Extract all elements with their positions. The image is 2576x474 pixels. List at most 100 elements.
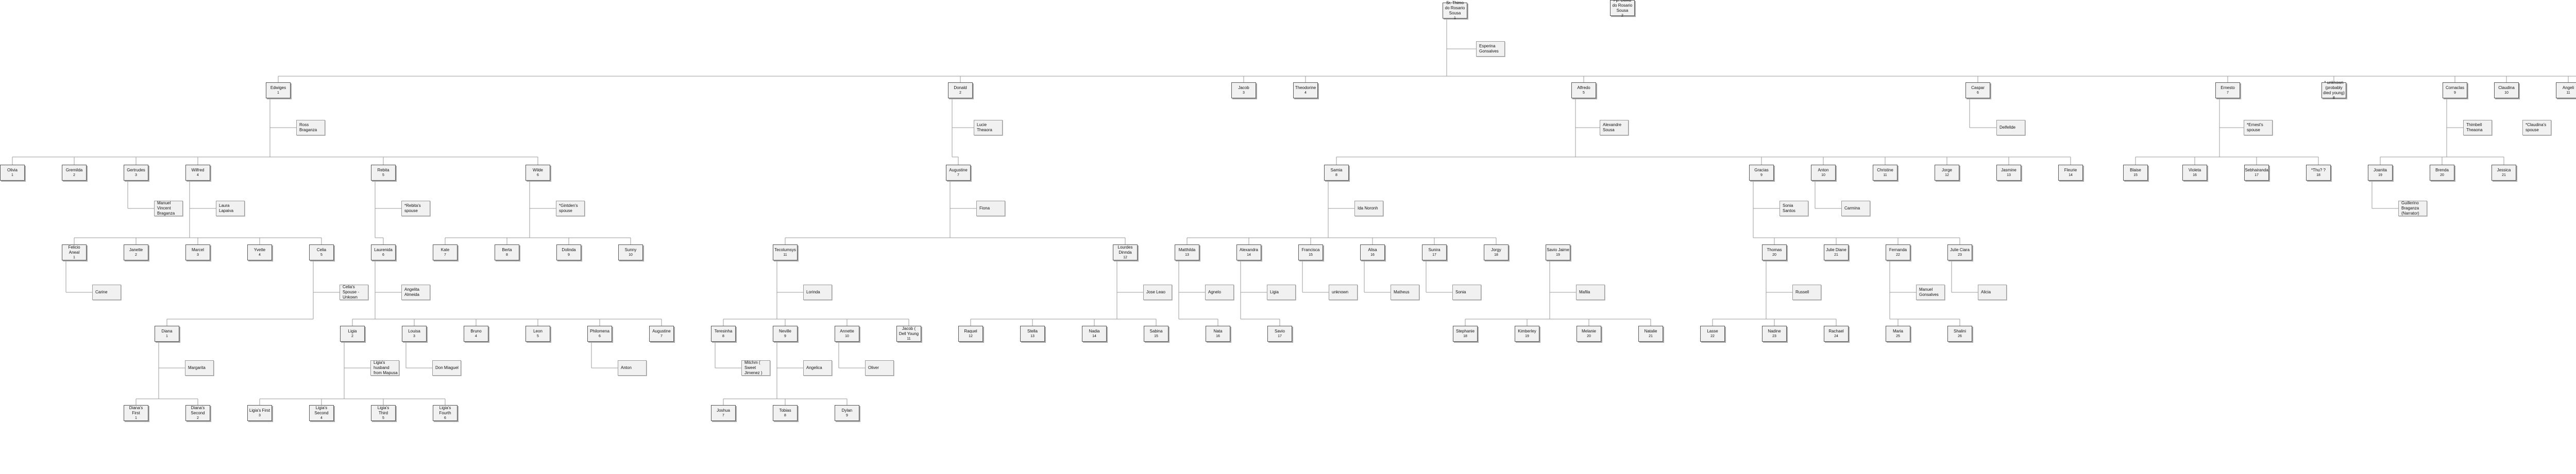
spouse-card[interactable]: Angelica xyxy=(803,360,832,376)
spouse-card[interactable]: Ligia xyxy=(1267,285,1296,300)
spouse-card[interactable]: Ligia's husband from Mapusa xyxy=(370,360,399,376)
spouse-card[interactable]: Mafila xyxy=(1576,285,1605,300)
spouse-card[interactable]: unknown xyxy=(1329,285,1358,300)
spouse-card[interactable]: Manuel Vincent Braganza xyxy=(154,201,183,216)
spouse-card[interactable]: Alicia xyxy=(1978,285,2007,300)
spouse-card[interactable]: Manuel Gonsalves xyxy=(1916,285,1945,300)
spouse-card[interactable]: Matheus xyxy=(1391,285,1419,300)
spouse-card[interactable]: Sonia Santos xyxy=(1780,201,1808,216)
spouse-card[interactable]: *Claudina's spouse xyxy=(2522,120,2551,135)
spouse-card[interactable]: Anton xyxy=(618,360,647,376)
spouse-card[interactable]: Fiona xyxy=(976,201,1005,216)
spouse-card[interactable]: Lucie Theaora xyxy=(974,120,1003,135)
spouse-card[interactable]: Celia's Spouse - Unkown xyxy=(340,285,368,300)
spouse-card[interactable]: Agnelo xyxy=(1205,285,1234,300)
spouse-card[interactable]: Mitchm ( Sweet Jimenez ) xyxy=(741,360,770,376)
spouse-card[interactable]: *Gintden's spouse xyxy=(556,201,585,216)
spouse-card[interactable]: Sonia xyxy=(1452,285,1481,300)
spouse-card[interactable]: Ida Noronh xyxy=(1354,201,1383,216)
person-card[interactable]: * unknown (probably died young)8 xyxy=(2321,80,2346,100)
spouse-card[interactable]: Esperina Gonsalves xyxy=(1476,41,1505,57)
spouse-card[interactable]: Carmina xyxy=(1841,201,1870,216)
spouse-card[interactable]: Carine xyxy=(92,285,121,300)
spouse-card[interactable]: Delfellde xyxy=(1996,120,2025,135)
spouse-card[interactable]: Ross Braganza xyxy=(296,120,325,135)
spouse-card[interactable]: Jose Leao xyxy=(1143,285,1172,300)
spouse-card[interactable]: *Rebita's spouse xyxy=(401,201,430,216)
spouse-card[interactable]: Laura Lapaiva xyxy=(216,201,245,216)
